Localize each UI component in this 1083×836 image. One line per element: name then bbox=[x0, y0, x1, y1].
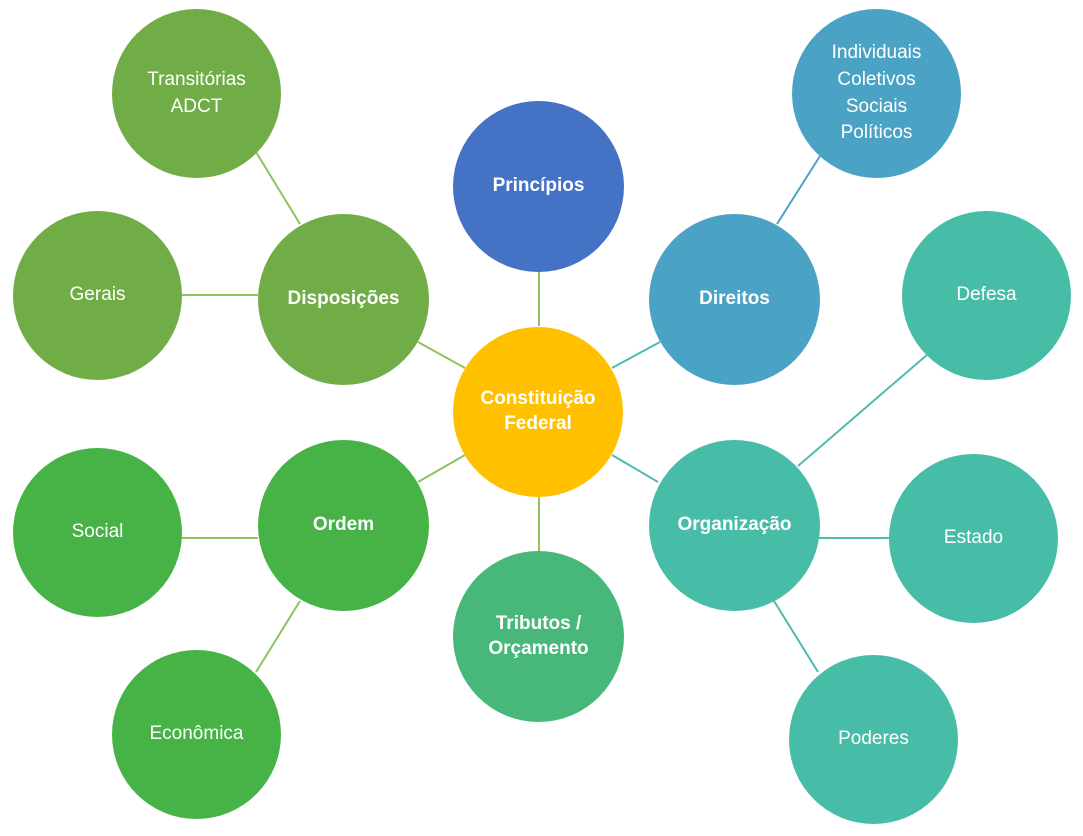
node-estado: Estado bbox=[889, 454, 1058, 623]
node-line: Sociais bbox=[845, 95, 908, 117]
node-gerais: Gerais bbox=[13, 211, 182, 380]
node-social: Social bbox=[13, 448, 182, 617]
node-estado-label: Estado bbox=[944, 525, 1003, 552]
node-gerais-label: Gerais bbox=[70, 282, 126, 309]
node-economica-label: Econômica bbox=[150, 721, 244, 748]
link-center-organizacao bbox=[611, 454, 659, 483]
node-line: Gerais bbox=[69, 284, 126, 306]
node-line: Defesa bbox=[956, 284, 1017, 306]
node-line: Disposições bbox=[287, 288, 400, 310]
node-line: Poderes bbox=[838, 728, 909, 750]
node-line: Estado bbox=[943, 527, 1004, 549]
node-line: ADCT bbox=[170, 95, 223, 117]
link-center-direitos bbox=[611, 341, 661, 369]
node-line: Tributos / bbox=[495, 612, 582, 634]
link-organizacao-defesa bbox=[797, 353, 929, 467]
node-line: Transitórias bbox=[147, 68, 246, 90]
node-line: Princípios bbox=[492, 175, 585, 197]
node-principios: Princípios bbox=[453, 101, 624, 272]
node-poderes: Poderes bbox=[789, 655, 958, 824]
node-line: Econômica bbox=[149, 723, 244, 745]
node-line: Individuais bbox=[831, 41, 922, 63]
node-ordem: Ordem bbox=[258, 440, 429, 611]
node-ordem-label: Ordem bbox=[313, 513, 374, 538]
node-line: Federal bbox=[504, 413, 572, 434]
node-line: Coletivos bbox=[837, 68, 916, 90]
node-poderes-label: Poderes bbox=[838, 726, 909, 753]
node-line: Social bbox=[71, 521, 124, 543]
link-center-disposicoes bbox=[417, 341, 466, 369]
node-line: Direitos bbox=[699, 288, 770, 310]
link-ordem-economica bbox=[255, 600, 301, 673]
node-disposicoes: Disposições bbox=[258, 214, 429, 385]
node-line: Políticos bbox=[840, 122, 913, 144]
node-organizacao-label: Organização bbox=[677, 513, 791, 538]
link-direitos-tipos bbox=[776, 155, 821, 225]
link-disposicoes-transitorias bbox=[255, 151, 301, 225]
link-organizacao-poderes bbox=[773, 600, 819, 673]
node-disposicoes-label: Disposições bbox=[288, 287, 400, 312]
node-defesa: Defesa bbox=[902, 211, 1071, 380]
node-defesa-label: Defesa bbox=[956, 282, 1016, 309]
node-principios-label: Princípios bbox=[493, 174, 585, 199]
node-line: Constituição bbox=[480, 388, 596, 410]
node-organizacao: Organização bbox=[649, 440, 820, 611]
node-direitos: Direitos bbox=[649, 214, 820, 385]
node-line: Organização bbox=[677, 514, 792, 536]
node-line: Ordem bbox=[312, 514, 375, 536]
node-social-label: Social bbox=[72, 519, 124, 546]
node-direitos-label: Direitos bbox=[699, 287, 770, 312]
node-tributos: Tributos / Orçamento bbox=[453, 551, 624, 722]
node-line: Orçamento bbox=[488, 637, 589, 659]
node-economica: Econômica bbox=[112, 650, 281, 819]
node-tributos-label: Tributos / Orçamento bbox=[488, 612, 588, 661]
link-center-ordem bbox=[417, 454, 466, 483]
